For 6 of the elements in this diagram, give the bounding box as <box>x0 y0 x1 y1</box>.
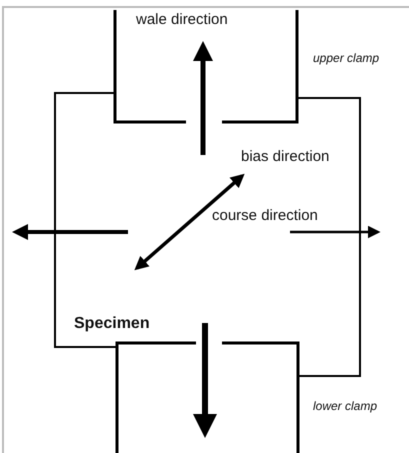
part-label: upper clamp <box>313 52 380 64</box>
direction-label: course direction <box>212 208 318 223</box>
part-label: lower clamp <box>313 400 378 412</box>
direction-label: wale direction <box>136 12 228 27</box>
part-label: Specimen <box>74 316 150 332</box>
direction-label: bias direction <box>241 149 330 164</box>
